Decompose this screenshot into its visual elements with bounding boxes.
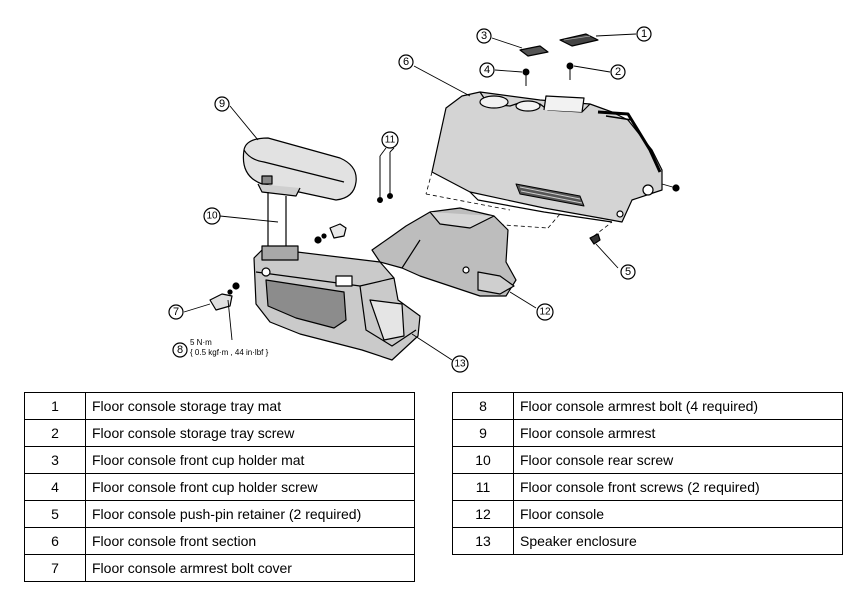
part-number: 1 (24, 392, 86, 420)
callout-9-label: 9 (219, 98, 225, 110)
part-number: 11 (452, 473, 514, 501)
callout-6-label: 6 (403, 56, 409, 68)
callout-1-label: 1 (641, 28, 647, 40)
armrest-bolt-cover-drawing (209, 293, 233, 311)
callout-3: 3 (476, 28, 492, 44)
callout-6: 6 (398, 54, 414, 70)
callout-11: 11 (381, 131, 399, 149)
cup-holder-mat-drawing (519, 45, 549, 57)
part-description: Floor console front cup holder screw (85, 473, 415, 501)
part-number: 4 (24, 473, 86, 501)
torque-spec-alt: { 0.5 kgf·m , 44 in·lbf } (190, 348, 269, 357)
small-plugs-drawing (227, 223, 347, 295)
part-number: 6 (24, 527, 86, 555)
callout-4-label: 4 (484, 64, 490, 76)
callout-5-label: 5 (625, 266, 631, 278)
callout-10-label: 10 (206, 211, 218, 222)
vent-grille (515, 183, 585, 207)
part-number: 3 (24, 446, 86, 474)
front-screws-drawing (377, 152, 393, 203)
callout-2: 2 (610, 64, 626, 80)
part-number: 9 (452, 419, 514, 447)
tray-mat-drawing (559, 33, 599, 47)
part-description: Floor console front cup holder mat (85, 446, 415, 474)
exploded-view-diagram: 1 2 3 4 5 6 7 8 9 10 11 12 13 5 N·m { 0.… (168, 26, 680, 373)
callout-7-label: 7 (173, 306, 179, 318)
callout-5: 5 (620, 264, 636, 280)
callout-2-label: 2 (615, 66, 621, 78)
callout-11-label: 11 (385, 135, 396, 146)
part-number: 12 (452, 500, 514, 528)
part-description: Speaker enclosure (513, 527, 843, 555)
part-number: 8 (452, 392, 514, 420)
part-description: Floor console rear screw (513, 446, 843, 474)
callout-9: 9 (214, 96, 230, 112)
callout-7: 7 (168, 304, 184, 320)
floor-console-drawing (371, 207, 517, 297)
part-description: Floor console storage tray screw (85, 419, 415, 447)
callout-8-label: 8 (177, 344, 183, 356)
callout-4: 4 (479, 62, 495, 78)
screws-top (522, 62, 574, 86)
callout-12: 12 (536, 303, 554, 321)
part-description: Floor console push-pin retainer (2 requi… (85, 500, 415, 528)
part-description: Floor console front section (85, 527, 415, 555)
front-section-drawing (431, 91, 663, 223)
part-description: Floor console storage tray mat (85, 392, 415, 420)
part-description: Floor console armrest bolt (4 required) (513, 392, 843, 420)
callout-8: 8 (172, 342, 188, 358)
part-number: 10 (452, 446, 514, 474)
torque-spec-nm: 5 N·m (190, 338, 212, 347)
part-description: Floor console armrest bolt cover (85, 554, 415, 582)
leader-lines (183, 33, 677, 361)
callout-10: 10 (203, 207, 221, 225)
part-description: Floor console armrest (513, 419, 843, 447)
callout-13: 13 (451, 355, 469, 373)
part-number: 13 (452, 527, 514, 555)
callout-1: 1 (636, 26, 652, 42)
part-description: Floor console (513, 500, 843, 528)
callout-3-label: 3 (481, 30, 487, 42)
part-number: 7 (24, 554, 86, 582)
part-number: 5 (24, 500, 86, 528)
part-description: Floor console front screws (2 required) (513, 473, 843, 501)
part-number: 2 (24, 419, 86, 447)
speaker-enclosure-drawing (253, 245, 421, 361)
callout-12-label: 12 (539, 307, 551, 318)
callout-13-label: 13 (454, 359, 466, 370)
armrest-drawing (242, 137, 357, 254)
